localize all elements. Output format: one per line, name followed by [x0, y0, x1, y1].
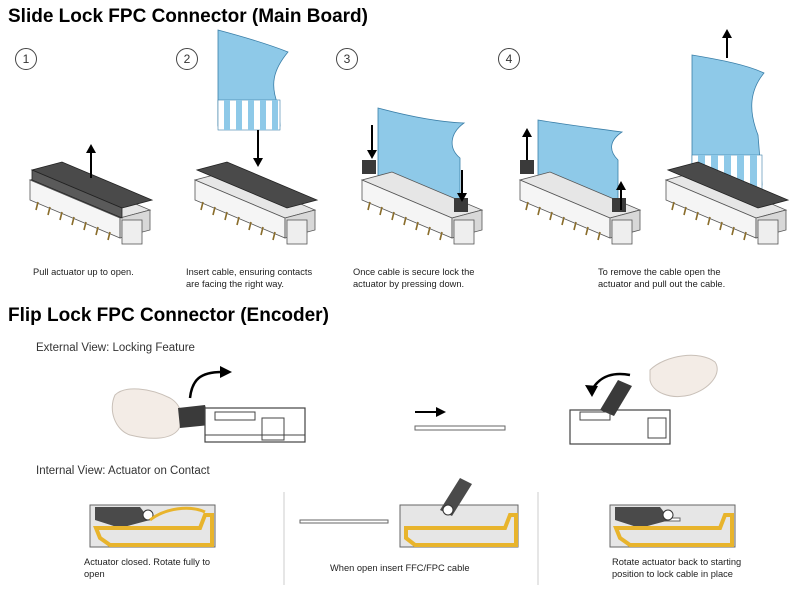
step-3-down-arrows	[367, 125, 467, 202]
external-view-label: External View: Locking Feature	[36, 342, 195, 354]
step-4b-up-arrow	[722, 29, 732, 58]
step-1-number: 1	[15, 48, 37, 70]
flip-section-title: Flip Lock FPC Connector (Encoder)	[8, 305, 329, 326]
step-2-number: 2	[176, 48, 198, 70]
external-ffc-cable	[414, 425, 506, 431]
step-3-number: 3	[336, 48, 358, 70]
right-external-connector	[569, 380, 671, 445]
step-2-connector	[194, 161, 319, 245]
step-1-up-arrow	[86, 144, 96, 178]
left-hand-icon	[111, 388, 183, 439]
step-4-number: 4	[498, 48, 520, 70]
slide-lock-illustrations	[29, 29, 790, 245]
step-3-caption: Once cable is secure lock the actuator b…	[353, 267, 475, 289]
rotate-open-arrow	[188, 370, 223, 399]
internal-view-open	[299, 478, 519, 548]
internal-view-locked	[609, 504, 736, 548]
step-1-caption: Pull actuator up to open.	[33, 267, 134, 277]
step-4-caption: To remove the cable open the actuator an…	[598, 267, 726, 289]
step-4a-up-arrows	[522, 128, 626, 210]
step-3-connector	[361, 160, 483, 245]
step-4b-connector	[665, 161, 790, 245]
internal-caption-1: Actuator closed. Rotate fully to open	[84, 557, 211, 579]
slide-section-title: Slide Lock FPC Connector (Main Board)	[8, 6, 368, 27]
insert-direction-arrow	[415, 407, 446, 417]
internal-view-label: Internal View: Actuator on Contact	[36, 465, 210, 477]
internal-view-closed	[89, 504, 216, 548]
step-4a-connector	[519, 160, 641, 245]
right-hand-icon	[649, 354, 718, 397]
step-2-cable	[217, 29, 289, 131]
step-1-connector	[29, 161, 154, 245]
internal-caption-2: When open insert FFC/FPC cable	[330, 563, 470, 573]
step-2-down-arrow	[253, 130, 263, 167]
internal-caption-3: Rotate actuator back to starting positio…	[612, 557, 742, 579]
left-external-connector	[178, 405, 306, 443]
step-2-caption: Insert cable, ensuring contacts are faci…	[186, 267, 313, 289]
